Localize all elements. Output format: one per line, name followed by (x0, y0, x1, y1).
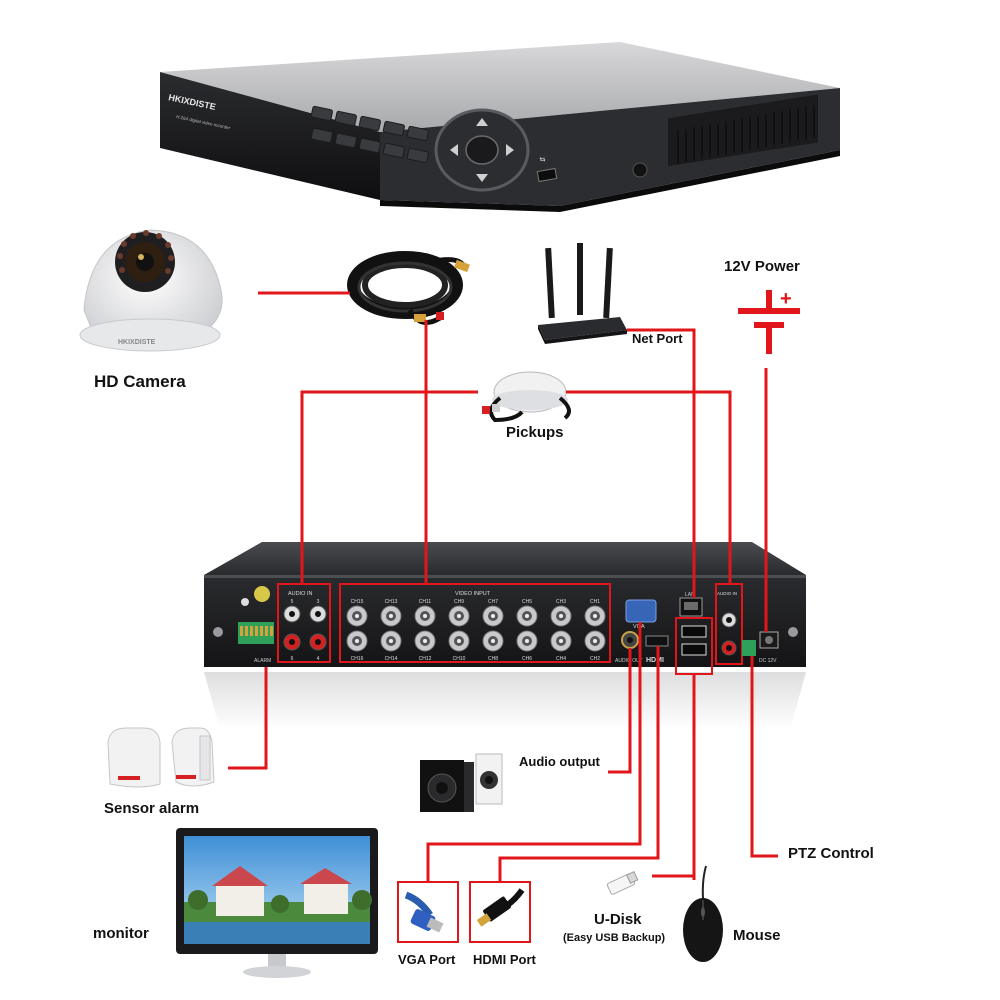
audio-in-left-box (277, 583, 331, 663)
pir-sensors (107, 727, 215, 788)
dc-panel-label: DC 12V (759, 658, 777, 664)
hdmi-port-label: HDMI Port (473, 952, 536, 967)
alarm-label: ALARM (254, 658, 271, 664)
udisk-label: U-Disk (594, 911, 642, 928)
hd-camera-label: HD Camera (94, 372, 186, 391)
bnc-connector (516, 630, 538, 652)
channel-label-top: CH1 (590, 599, 600, 605)
bnc-connector (380, 605, 402, 627)
channel-label-bottom: CH4 (556, 656, 566, 662)
power-label: 12V Power (724, 258, 800, 275)
channel-label-top: CH11 (419, 599, 432, 605)
bnc-connector (380, 630, 402, 652)
router (538, 243, 627, 344)
audio-channel-number: 5 (291, 599, 294, 605)
bnc-connector (550, 605, 572, 627)
audio-channel-number: 3 (317, 599, 320, 605)
channel-label-top: CH15 (351, 599, 364, 605)
channel-label-bottom: CH16 (351, 656, 364, 662)
monitor-label: monitor (93, 925, 149, 942)
hdmi-panel-label: HDMI (646, 657, 664, 664)
bnc-connector (448, 605, 470, 627)
vent-slots (677, 105, 815, 164)
bnc-cable-coil (347, 251, 470, 325)
channel-label-top: CH5 (522, 599, 532, 605)
video-input-label: VIDEO INPUT (455, 591, 491, 597)
connection-lines (228, 291, 778, 882)
audio-channel-number: 6 (291, 656, 294, 662)
usb-stick-image (606, 871, 639, 895)
bnc-connector (584, 630, 606, 652)
camera-brand: HKIXDISTE (118, 339, 156, 346)
pickups-label: Pickups (506, 424, 564, 441)
channel-label-top: CH9 (454, 599, 464, 605)
video-input-box (339, 583, 611, 663)
channel-label-top: CH13 (385, 599, 398, 605)
udisk-sublabel: (Easy USB Backup) (563, 932, 666, 944)
vga-port-label: VGA Port (398, 952, 456, 967)
speakers (420, 753, 503, 812)
channel-label-bottom: CH14 (385, 656, 398, 662)
hdmi-connector (645, 635, 669, 647)
bnc-connector (346, 605, 368, 627)
svg-text:⇆: ⇆ (539, 155, 546, 164)
pickup-microphone (482, 371, 571, 423)
audio-in-right-label: AUDIO IN (717, 591, 737, 596)
front-buttons (310, 105, 429, 164)
net-port-label: Net Port (632, 331, 683, 346)
audio-channel-number: 4 (317, 656, 320, 662)
bnc-connector (516, 605, 538, 627)
vga-cable-image (397, 881, 459, 943)
vga-connector (625, 599, 657, 623)
dvr-rear-unit: ALARM AUDIO IN 5 3 6 4 VIDEO INPUT CH15 CH13… (204, 542, 806, 730)
ptz-terminal (742, 640, 756, 656)
bnc-connector (550, 630, 572, 652)
channel-label-bottom: CH12 (419, 656, 432, 662)
rca-audio-connector (309, 633, 327, 651)
audio-output-label: Audio output (519, 754, 600, 769)
channel-label-bottom: CH8 (488, 656, 498, 662)
rca-audio-connector (283, 605, 301, 623)
nav-dial (434, 108, 530, 192)
channel-label-bottom: CH6 (522, 656, 532, 662)
usb-port-front (536, 167, 558, 183)
hdmi-cable-image (469, 881, 531, 943)
power-symbol: + (738, 288, 800, 354)
power-led (632, 162, 648, 178)
mouse-label: Mouse (733, 927, 781, 944)
usb-port-2 (681, 643, 707, 656)
channel-label-bottom: CH10 (453, 656, 466, 662)
channel-label-top: CH7 (488, 599, 498, 605)
bnc-connector (414, 605, 436, 627)
dome-camera: HKIXDISTE (79, 229, 223, 352)
sensor-alarm-label: Sensor alarm (104, 800, 200, 817)
channel-label-top: CH3 (556, 599, 566, 605)
usb-port-1 (681, 625, 707, 638)
dvr-front-unit: HKIXDISTE H.264 digital video recorder ⇆ (160, 42, 840, 212)
rca-audio-connector (309, 605, 327, 623)
rca-audio-connector (283, 633, 301, 651)
bnc-connector (448, 630, 470, 652)
bnc-connector (584, 605, 606, 627)
bnc-connector (346, 630, 368, 652)
monitor-device (176, 828, 378, 978)
bnc-connector (482, 605, 504, 627)
power-plus: + (780, 288, 792, 310)
ptz-control-label: PTZ Control (788, 845, 874, 862)
bnc-connector (414, 630, 436, 652)
audio-in-left-label: AUDIO IN (288, 591, 312, 597)
lan-panel-label: LAN (685, 592, 695, 598)
mouse-device (683, 865, 723, 962)
channel-label-bottom: CH2 (590, 656, 600, 662)
bnc-connector (482, 630, 504, 652)
